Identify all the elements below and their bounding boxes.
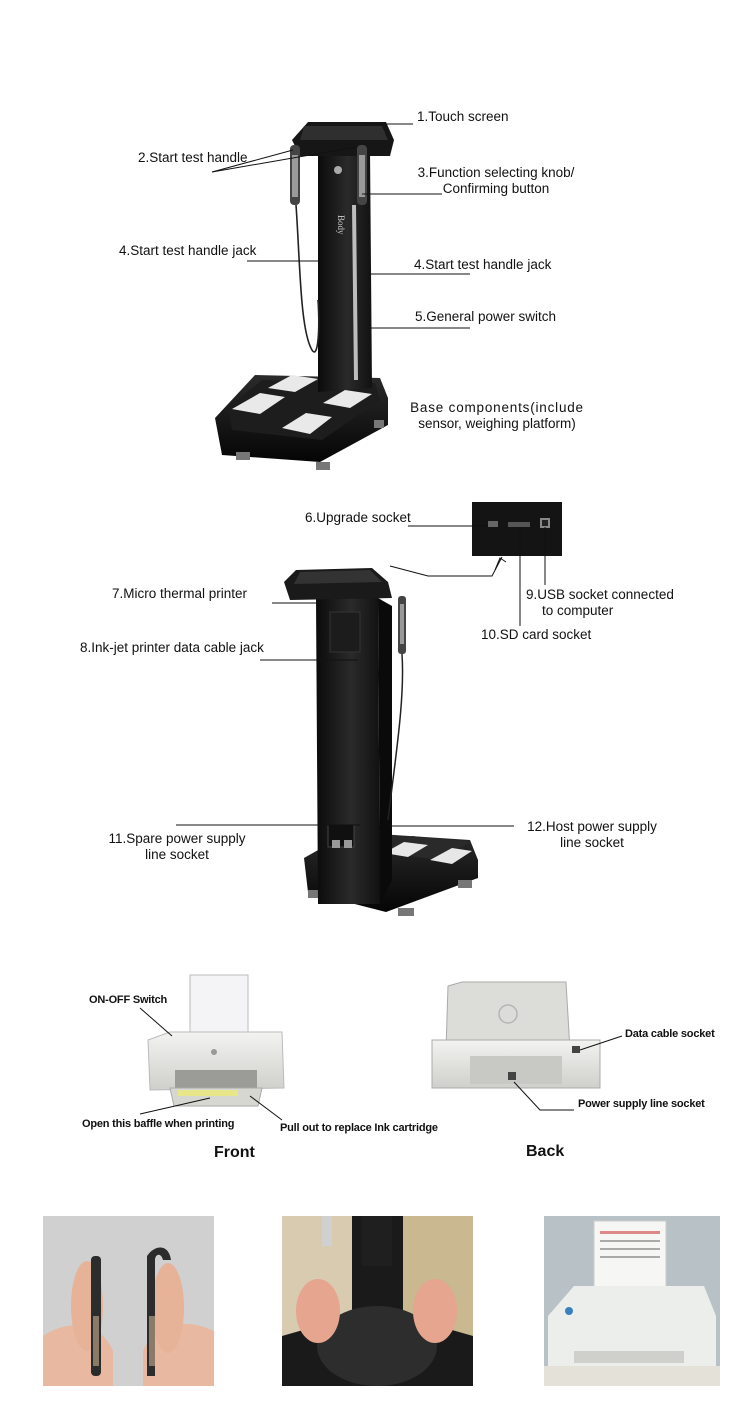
caption-front: Front bbox=[214, 1144, 255, 1161]
label-upgrade-socket: 6.Upgrade socket bbox=[305, 510, 411, 525]
caption-back: Back bbox=[526, 1143, 565, 1160]
label-spare-power-line1: 11.Spare power supply bbox=[108, 831, 246, 846]
label-handle-jack-right: 4.Start test handle jack bbox=[414, 257, 552, 272]
label-spare-power-line2: line socket bbox=[145, 847, 209, 862]
label-host-power-line1: 12.Host power supply bbox=[527, 819, 657, 834]
label-base-line1: Base components(include bbox=[410, 400, 584, 415]
label-micro-thermal-printer: 7.Micro thermal printer bbox=[112, 586, 248, 601]
label-base-components: Base components(include sensor, weighing… bbox=[388, 400, 606, 432]
label-general-power-switch: 5.General power switch bbox=[415, 309, 557, 324]
label-base-line2: sensor, weighing platform) bbox=[418, 416, 576, 431]
printer-front-image bbox=[147, 974, 285, 1107]
label-inkjet-cable-jack: 8.Ink-jet printer data cable jack bbox=[80, 640, 264, 655]
label-usb-line2: to computer bbox=[542, 603, 614, 618]
label-function-knob-line1: 3.Function selecting knob/ bbox=[417, 165, 575, 180]
label-function-knob: 3.Function selecting knob/ Confirming bu… bbox=[405, 165, 587, 197]
printer-back-image bbox=[431, 981, 601, 1089]
leader-lines-back bbox=[513, 1035, 623, 1111]
photo-printer-with-report bbox=[544, 1216, 720, 1386]
leader-lines-1 bbox=[211, 123, 470, 329]
leader-lines-2 bbox=[176, 525, 546, 827]
leader-lines-front bbox=[139, 1007, 283, 1121]
label-host-power-socket: 12.Host power supply line socket bbox=[516, 819, 668, 851]
label-usb-socket: 9.USB socket connected to computer bbox=[526, 587, 674, 619]
label-host-power-line2: line socket bbox=[560, 835, 624, 850]
label-sd-card-socket: 10.SD card socket bbox=[481, 627, 592, 642]
label-on-off-switch: ON-OFF Switch bbox=[89, 994, 168, 1006]
port-panel bbox=[472, 502, 562, 556]
label-function-knob-line2: Confirming button bbox=[442, 181, 550, 196]
label-spare-power-socket: 11.Spare power supply line socket bbox=[98, 831, 256, 863]
label-start-test-handle: 2.Start test handle bbox=[138, 150, 248, 165]
label-touch-screen: 1.Touch screen bbox=[417, 109, 509, 124]
label-usb-line1: 9.USB socket connected bbox=[526, 587, 674, 602]
label-handle-jack-left: 4.Start test handle jack bbox=[119, 243, 257, 258]
photo-hands-holding-handles bbox=[43, 1216, 214, 1386]
photo-feet-on-platform bbox=[282, 1216, 473, 1386]
analyzer-back-view bbox=[284, 568, 478, 916]
analyzer-front-view: Body bbox=[215, 122, 394, 470]
label-open-baffle: Open this baffle when printing bbox=[82, 1118, 235, 1130]
svg-text:Body: Body bbox=[336, 215, 346, 235]
label-data-cable-socket: Data cable socket bbox=[625, 1028, 715, 1040]
label-power-supply-socket: Power supply line socket bbox=[578, 1098, 705, 1110]
label-pull-out-cartridge: Pull out to replace Ink cartridge bbox=[280, 1122, 438, 1134]
